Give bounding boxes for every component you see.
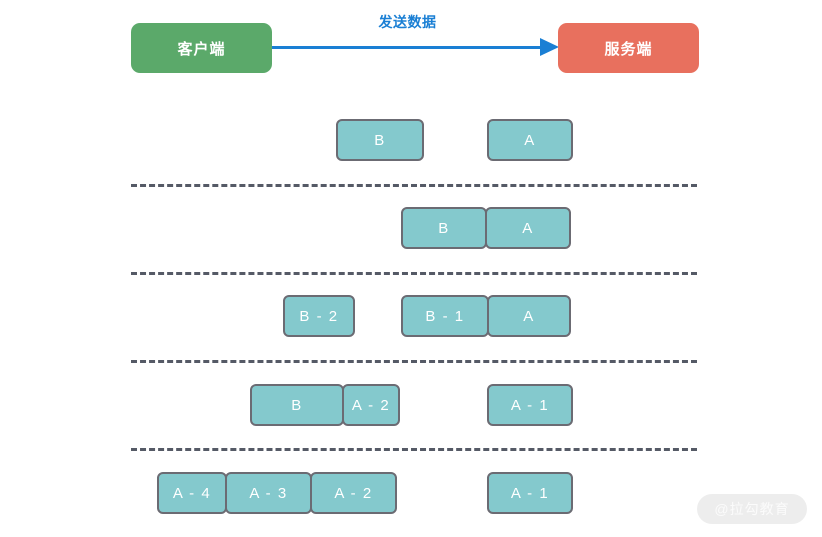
packet-box: A - 1 — [487, 384, 573, 426]
packet-box: B — [401, 207, 487, 249]
packet-box: B — [336, 119, 424, 161]
arrow-label: 发送数据 — [378, 14, 437, 30]
packet-box: B - 2 — [283, 295, 355, 337]
client-node: 客户端 — [131, 23, 272, 73]
server-node-label: 服务端 — [604, 40, 653, 58]
packet-box: A - 2 — [310, 472, 397, 514]
packet-box: A — [487, 119, 573, 161]
packet-box: A — [485, 207, 571, 249]
row-separator — [131, 184, 697, 187]
row-separator — [131, 448, 697, 451]
packet-box: A - 2 — [342, 384, 400, 426]
packet-box: A - 4 — [157, 472, 227, 514]
arrow-right-icon — [540, 38, 559, 56]
packet-box: A - 1 — [487, 472, 573, 514]
packet-box: A - 3 — [225, 472, 312, 514]
watermark: @拉勾教育 — [697, 494, 807, 524]
client-node-label: 客户端 — [177, 40, 226, 58]
row-separator — [131, 272, 697, 275]
packet-box: B — [250, 384, 344, 426]
watermark-label: @拉勾教育 — [714, 501, 790, 517]
row-separator — [131, 360, 697, 363]
arrow-line — [272, 46, 543, 49]
server-node: 服务端 — [558, 23, 699, 73]
packet-box: A — [487, 295, 571, 337]
packet-box: B - 1 — [401, 295, 489, 337]
